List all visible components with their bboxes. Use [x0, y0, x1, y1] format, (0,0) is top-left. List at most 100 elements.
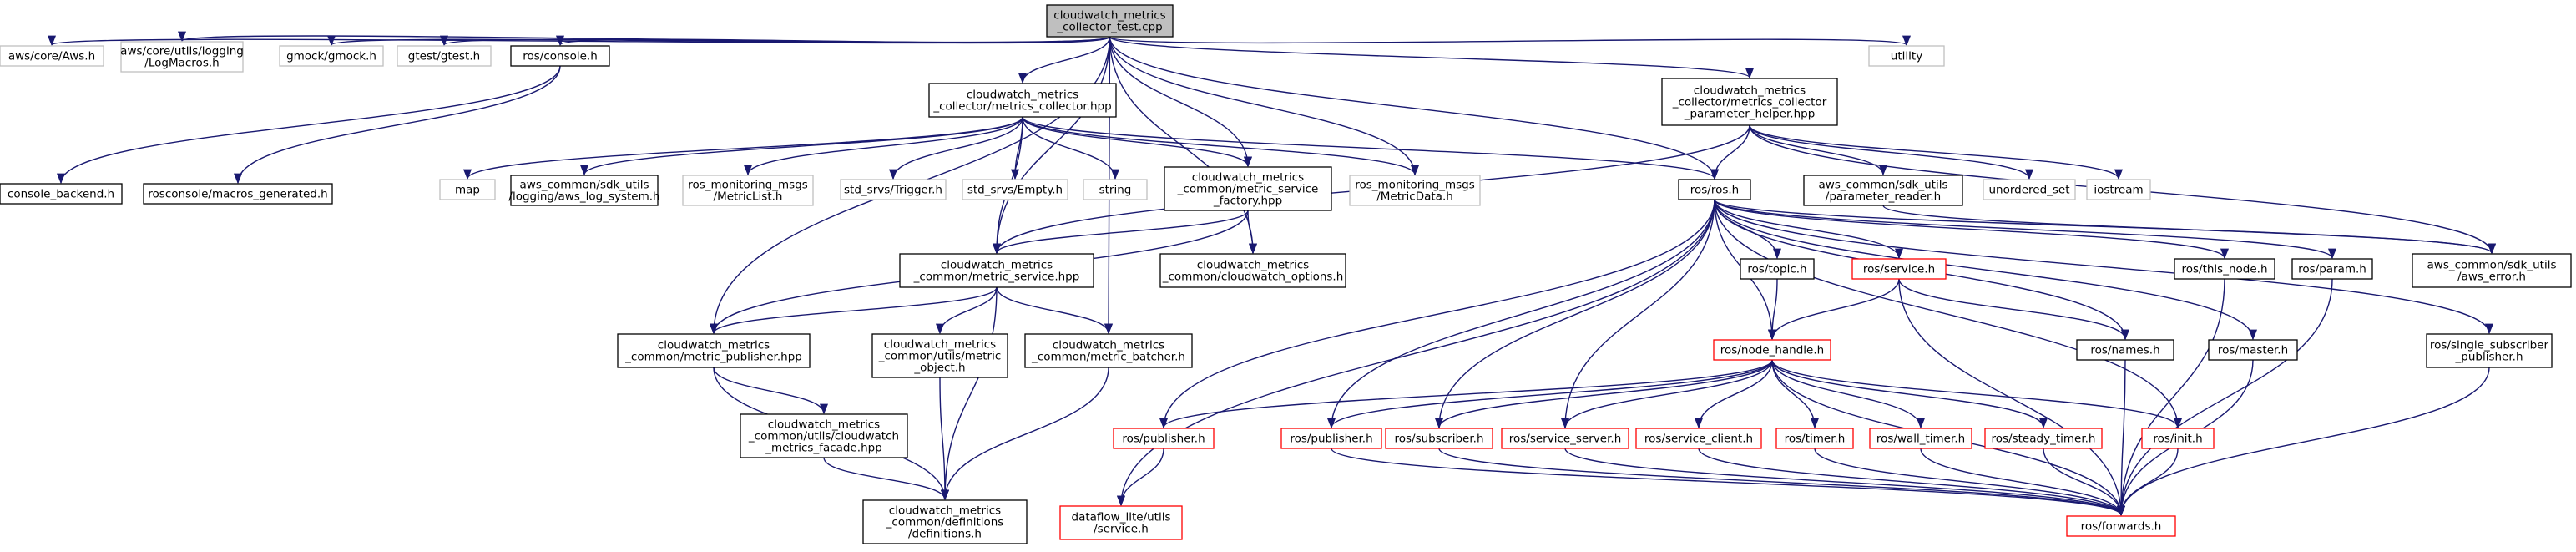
node-steady-timer-h[interactable]: ros/steady_timer.h — [1984, 428, 2103, 449]
node-box[interactable] — [617, 333, 811, 368]
node-label: _common/metric_batcher.h — [1031, 351, 1185, 364]
node-label: rosconsole/macros_generated.h — [148, 188, 327, 201]
node-aws-error-h[interactable]: aws_common/sdk_utils/aws_error.h — [2412, 253, 2572, 288]
node-forwards-h[interactable]: ros/forwards.h — [2066, 515, 2176, 537]
node-init-h[interactable]: ros/init.h — [2141, 428, 2215, 449]
node-box[interactable] — [1113, 428, 1215, 449]
node-label: ros/console.h — [523, 50, 598, 63]
node-subscriber-h[interactable]: ros/subscriber.h — [1385, 428, 1493, 449]
node-utility: utility — [1868, 45, 1945, 67]
node-box[interactable] — [2076, 339, 2174, 361]
edge-ros-h-to-publisher-h-a — [1159, 199, 1715, 429]
node-wall-timer-h[interactable]: ros/wall_timer.h — [1869, 428, 1972, 449]
node-macros-generated-h[interactable]: rosconsole/macros_generated.h — [143, 183, 333, 205]
node-service-client-h[interactable]: ros/service_client.h — [1635, 428, 1762, 449]
node-definitions-h[interactable]: cloudwatch_metrics_common/definitions/de… — [862, 499, 1028, 544]
node-box[interactable] — [1501, 428, 1629, 449]
node-service-h[interactable]: ros/service.h — [1851, 258, 1947, 280]
node-box[interactable] — [1280, 428, 1382, 449]
edge-timer-h-to-forwards-h — [1814, 448, 2125, 517]
node-box[interactable] — [143, 183, 333, 205]
node-box[interactable] — [1159, 253, 1346, 288]
node-box[interactable] — [2412, 253, 2572, 288]
node-box[interactable] — [2291, 258, 2373, 280]
node-box — [397, 45, 492, 67]
node-label: cloudwatch_metrics — [967, 89, 1078, 102]
node-box[interactable] — [2426, 333, 2553, 368]
node-box[interactable] — [862, 499, 1028, 544]
node-service-server-h[interactable]: ros/service_server.h — [1501, 428, 1629, 449]
node-box[interactable] — [899, 253, 1094, 288]
node-label: _common/metric_service.hpp — [913, 271, 1080, 284]
node-box[interactable] — [2141, 428, 2215, 449]
node-label: cloudwatch_metrics — [1192, 171, 1304, 185]
node-box[interactable] — [1635, 428, 1762, 449]
node-box[interactable] — [1984, 428, 2103, 449]
node-box[interactable] — [2066, 515, 2176, 537]
edge-console-h-to-console-backend-h — [57, 65, 561, 185]
node-label: ros/wall_timer.h — [1876, 433, 1965, 446]
node-names-h[interactable]: ros/names.h — [2076, 339, 2174, 361]
node-publisher-h-a[interactable]: ros/publisher.h — [1113, 428, 1215, 449]
edge-metrics-facade-hpp-to-definitions-h — [823, 457, 949, 501]
node-label: _common/utils/metric — [878, 350, 1002, 363]
node-unordered-set: unordered_set — [1983, 179, 2076, 200]
node-box[interactable] — [928, 83, 1117, 118]
node-box[interactable] — [0, 183, 123, 205]
node-aws-log-system-h[interactable]: aws_common/sdk_utils/logging/aws_log_sys… — [508, 175, 660, 206]
node-box[interactable] — [510, 45, 610, 67]
node-box[interactable] — [2174, 258, 2275, 280]
node-label: _collector/metrics_collector — [1672, 96, 1827, 109]
node-label: map — [455, 184, 480, 197]
node-metrics-collector-hpp[interactable]: cloudwatch_metrics_collector/metrics_col… — [928, 83, 1117, 118]
node-node-handle-h[interactable]: ros/node_handle.h — [1713, 339, 1831, 361]
node-box[interactable] — [871, 333, 1008, 378]
node-box[interactable] — [510, 175, 659, 206]
node-param-h[interactable]: ros/param.h — [2291, 258, 2373, 280]
node-box[interactable] — [1803, 175, 1963, 206]
node-box[interactable] — [1713, 339, 1831, 361]
node-master-h[interactable]: ros/master.h — [2208, 339, 2298, 361]
node-collector-test[interactable]: cloudwatch_metrics_collector_test.cpp — [1046, 4, 1174, 38]
node-iostream: iostream — [2086, 179, 2151, 200]
node-label: ros/timer.h — [1785, 433, 1846, 446]
node-parameter-reader-h[interactable]: aws_common/sdk_utils/parameter_reader.h — [1803, 175, 1963, 206]
node-box[interactable] — [740, 413, 908, 458]
node-service-factory-hpp[interactable]: cloudwatch_metrics_common/metric_service… — [1164, 166, 1332, 211]
node-metric-batcher-h[interactable]: cloudwatch_metrics_common/metric_batcher… — [1024, 333, 1193, 368]
node-parameter-helper-hpp[interactable]: cloudwatch_metrics_collector/metrics_col… — [1661, 78, 1838, 126]
node-box[interactable] — [1869, 428, 1972, 449]
node-box[interactable] — [1164, 166, 1332, 211]
node-dataflow-service-h[interactable]: dataflow_lite/utils/service.h — [1059, 505, 1183, 540]
node-box[interactable] — [1851, 258, 1947, 280]
node-label: cloudwatch_metrics — [1197, 259, 1309, 272]
node-metric-publisher-hpp[interactable]: cloudwatch_metrics_common/metric_publish… — [617, 333, 811, 368]
node-box — [1083, 179, 1148, 200]
node-box[interactable] — [1740, 258, 1815, 280]
node-metrics-facade-hpp[interactable]: cloudwatch_metrics_common/utils/cloudwat… — [740, 413, 908, 458]
node-box[interactable] — [1775, 428, 1854, 449]
node-single-subscriber-publisher-h[interactable]: ros/single_subscriber_publisher.h — [2426, 333, 2553, 368]
node-this-node-h[interactable]: ros/this_node.h — [2174, 258, 2275, 280]
node-metric-service-hpp[interactable]: cloudwatch_metrics_common/metric_service… — [899, 253, 1094, 288]
node-console-backend-h[interactable]: console_backend.h — [0, 183, 123, 205]
node-box[interactable] — [1024, 333, 1193, 368]
node-box[interactable] — [1046, 4, 1174, 38]
node-box[interactable] — [1661, 78, 1838, 126]
node-cloudwatch-options-h[interactable]: cloudwatch_metrics_common/cloudwatch_opt… — [1159, 253, 1346, 288]
node-ros-h[interactable]: ros/ros.h — [1678, 179, 1751, 200]
node-box[interactable] — [2208, 339, 2298, 361]
node-topic-h[interactable]: ros/topic.h — [1740, 258, 1815, 280]
node-console-h[interactable]: ros/console.h — [510, 45, 610, 67]
node-label: gtest/gtest.h — [408, 50, 480, 63]
node-box[interactable] — [1678, 179, 1751, 200]
edge-service-factory-hpp-to-metric-service-hpp — [993, 210, 1249, 255]
node-box[interactable] — [1385, 428, 1493, 449]
node-label: _collector/metrics_collector.hpp — [932, 100, 1111, 114]
node-box[interactable] — [1059, 505, 1183, 540]
node-publisher-h-b[interactable]: ros/publisher.h — [1280, 428, 1382, 449]
node-label: ros_monitoring_msgs — [688, 179, 808, 192]
node-timer-h[interactable]: ros/timer.h — [1775, 428, 1854, 449]
node-metric-object-h[interactable]: cloudwatch_metrics_common/utils/metric_o… — [871, 333, 1008, 378]
